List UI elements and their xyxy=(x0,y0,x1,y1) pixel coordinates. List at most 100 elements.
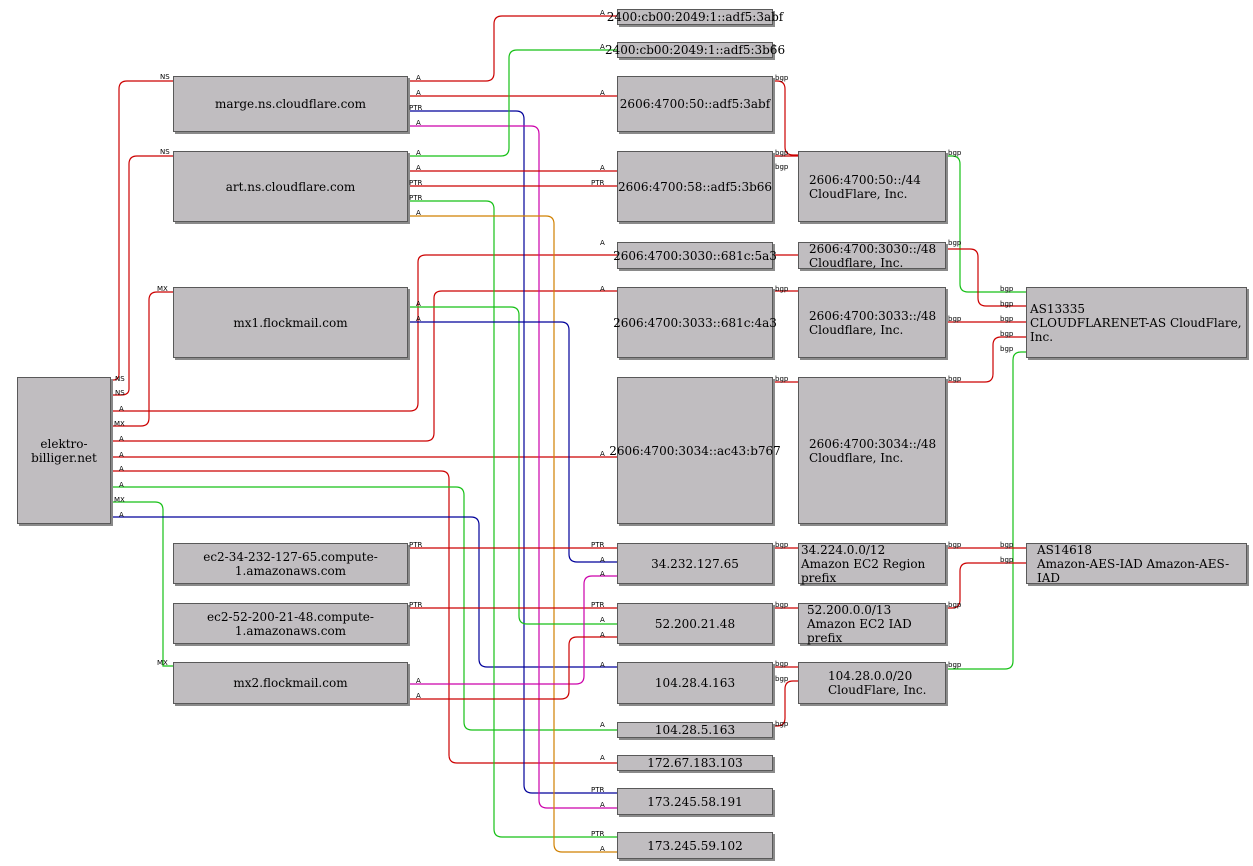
node-pfx-34-line1: 34.224.0.0/12 xyxy=(801,542,886,557)
edge-label-a: A xyxy=(600,661,605,669)
node-pfx-3030-line2: Cloudflare, Inc. xyxy=(809,255,904,270)
node-ip6-681c4a3-label: 2606:4700:3033::681c:4a3 xyxy=(613,315,777,330)
edge-label-bgp: bgp xyxy=(775,720,789,728)
edge-bgp-3034-as13335 xyxy=(946,336,1026,383)
node-ip-172-label: 172.67.183.103 xyxy=(647,756,743,770)
edge-label-a: A xyxy=(416,300,421,308)
edge-label-bgp: bgp xyxy=(775,74,789,82)
edge-label-bgp: bgp xyxy=(775,375,789,383)
node-pfx-3034-line1: 2606:4700:3034::/48 xyxy=(809,436,937,451)
edge-label-bgp: bgp xyxy=(775,541,789,549)
node-ip6-2606-abf: 2606:4700:50::adf5:3abf xyxy=(617,76,773,132)
node-ip6-2606-b66-label: 2606:4700:58::adf5:3b66 xyxy=(617,179,773,194)
node-ec2-34: ec2-34-232-127-65.compute-1.amazonaws.co… xyxy=(173,543,408,584)
edge-a-172 xyxy=(111,470,617,764)
edge-label-mx: MX xyxy=(114,420,125,428)
edge-label-bgp: bgp xyxy=(775,660,789,668)
edge-label-a: A xyxy=(416,89,421,97)
edge-label-a: A xyxy=(600,754,605,762)
edge-label-a: A xyxy=(600,9,605,17)
edge-label-a: A xyxy=(416,164,421,172)
node-pfx-3034-line2: Cloudflare, Inc. xyxy=(809,450,904,465)
edge-label-bgp: bgp xyxy=(948,601,962,609)
node-pfx-3033-line2: Cloudflare, Inc. xyxy=(809,322,904,337)
edge-label-bgp: bgp xyxy=(948,149,962,157)
edge-label-ns: NS xyxy=(115,389,125,397)
edge-marge-ptr xyxy=(408,110,617,794)
node-pfx-3030-line1: 2606:4700:3030::/48 xyxy=(809,241,937,256)
edge-bgp-52-as14618 xyxy=(946,562,1026,609)
node-ip6-2606-abf-label: 2606:4700:50::adf5:3abf xyxy=(619,97,771,111)
edge-label-bgp: bgp xyxy=(775,149,789,157)
edge-label-ptr: PTR xyxy=(591,601,605,609)
edge-label-bgp: bgp xyxy=(948,239,962,247)
edge-label-ptr: PTR xyxy=(409,601,423,609)
node-ip6-2606-b66: 2606:4700:58::adf5:3b66 xyxy=(617,151,773,222)
node-pfx-34-line2: Amazon EC2 Region prefix xyxy=(801,556,926,585)
node-mx1: mx1.flockmail.com xyxy=(173,287,408,358)
edge-art-ptr-173-102 xyxy=(408,200,617,838)
edge-label-bgp: bgp xyxy=(1000,285,1014,293)
edge-bgp-50-as13335 xyxy=(946,155,1026,293)
node-ip6-2400-abf-label: 2400:cb00:2049:1::adf5:3abf xyxy=(606,10,784,24)
edge-label-a: A xyxy=(600,450,605,458)
node-pfx-3033-line1: 2606:4700:3033::/48 xyxy=(809,308,937,323)
edge-label-bgp: bgp xyxy=(1000,541,1014,549)
edge-label-a: A xyxy=(600,801,605,809)
node-ip6-ac43-label: 2606:4700:3034::ac43:b767 xyxy=(609,443,781,458)
node-mx2-label: mx2.flockmail.com xyxy=(233,676,348,690)
node-pfx-50-line1: 2606:4700:50::/44 xyxy=(809,172,921,187)
edge-label-bgp: bgp xyxy=(775,285,789,293)
edge-label-a: A xyxy=(416,149,421,157)
node-ip-34-label: 34.232.127.65 xyxy=(651,556,739,571)
node-as14618-line1: AS14618 xyxy=(1037,542,1093,557)
edge-label-a: A xyxy=(119,451,124,459)
edge-bgp-104-5-pfx xyxy=(773,680,798,727)
node-ip-173-191-label: 173.245.58.191 xyxy=(647,794,743,809)
node-elektro-billiger: elektro-billiger.net xyxy=(17,377,111,524)
node-pfx-104-line2: CloudFlare, Inc. xyxy=(828,683,927,697)
node-pfx-50-line2: CloudFlare, Inc. xyxy=(809,186,908,201)
edge-label-ptr: PTR xyxy=(409,179,423,187)
edge-label-bgp: bgp xyxy=(948,661,962,669)
node-ip-173-102: 173.245.59.102 xyxy=(617,832,773,859)
edge-mx-mx2 xyxy=(111,501,173,667)
edge-label-a: A xyxy=(600,164,605,172)
edge-label-bgp: bgp xyxy=(1000,300,1014,308)
edge-label-ptr: PTR xyxy=(591,179,605,187)
edge-label-a: A xyxy=(600,43,605,51)
node-ip6-681c5a3-label: 2606:4700:3030::681c:5a3 xyxy=(613,248,777,263)
edge-label-a: A xyxy=(119,405,124,413)
edge-label-a: A xyxy=(119,465,124,473)
edge-label-a: A xyxy=(600,845,605,853)
node-marge: marge.ns.cloudflare.com xyxy=(173,76,408,132)
edge-art-a-173-102 xyxy=(408,215,617,853)
edge-marge-a-2400abf xyxy=(408,15,617,82)
edge-label-mx: MX xyxy=(157,285,168,293)
edge-bgp-104-as13335 xyxy=(946,351,1026,670)
node-mx1-label: mx1.flockmail.com xyxy=(233,315,348,330)
node-pfx-52-line1: 52.200.0.0/13 xyxy=(807,602,892,617)
edge-label-ns: NS xyxy=(115,375,125,383)
node-ip-34: 34.232.127.65 xyxy=(617,543,773,584)
edge-label-a: A xyxy=(119,511,124,519)
node-ip-173-102-label: 173.245.59.102 xyxy=(647,838,743,853)
edge-label-ptr: PTR xyxy=(591,786,605,794)
node-ip-52-label: 52.200.21.48 xyxy=(654,616,736,631)
edge-mx1-a-52 xyxy=(408,306,617,625)
edge-label-a: A xyxy=(600,285,605,293)
edge-label-bgp: bgp xyxy=(775,601,789,609)
node-as13335-line1: AS13335 xyxy=(1030,301,1086,316)
node-ip6-2400-b66: 2400:cb00:2049:1::adf5:3b66 xyxy=(605,42,785,58)
node-ip6-681c4a3: 2606:4700:3033::681c:4a3 xyxy=(613,287,777,358)
edge-label-mx: MX xyxy=(157,659,168,667)
edge-label-bgp: bgp xyxy=(1000,330,1014,338)
edge-label-ptr: PTR xyxy=(591,830,605,838)
node-mx2: mx2.flockmail.com xyxy=(173,662,408,704)
